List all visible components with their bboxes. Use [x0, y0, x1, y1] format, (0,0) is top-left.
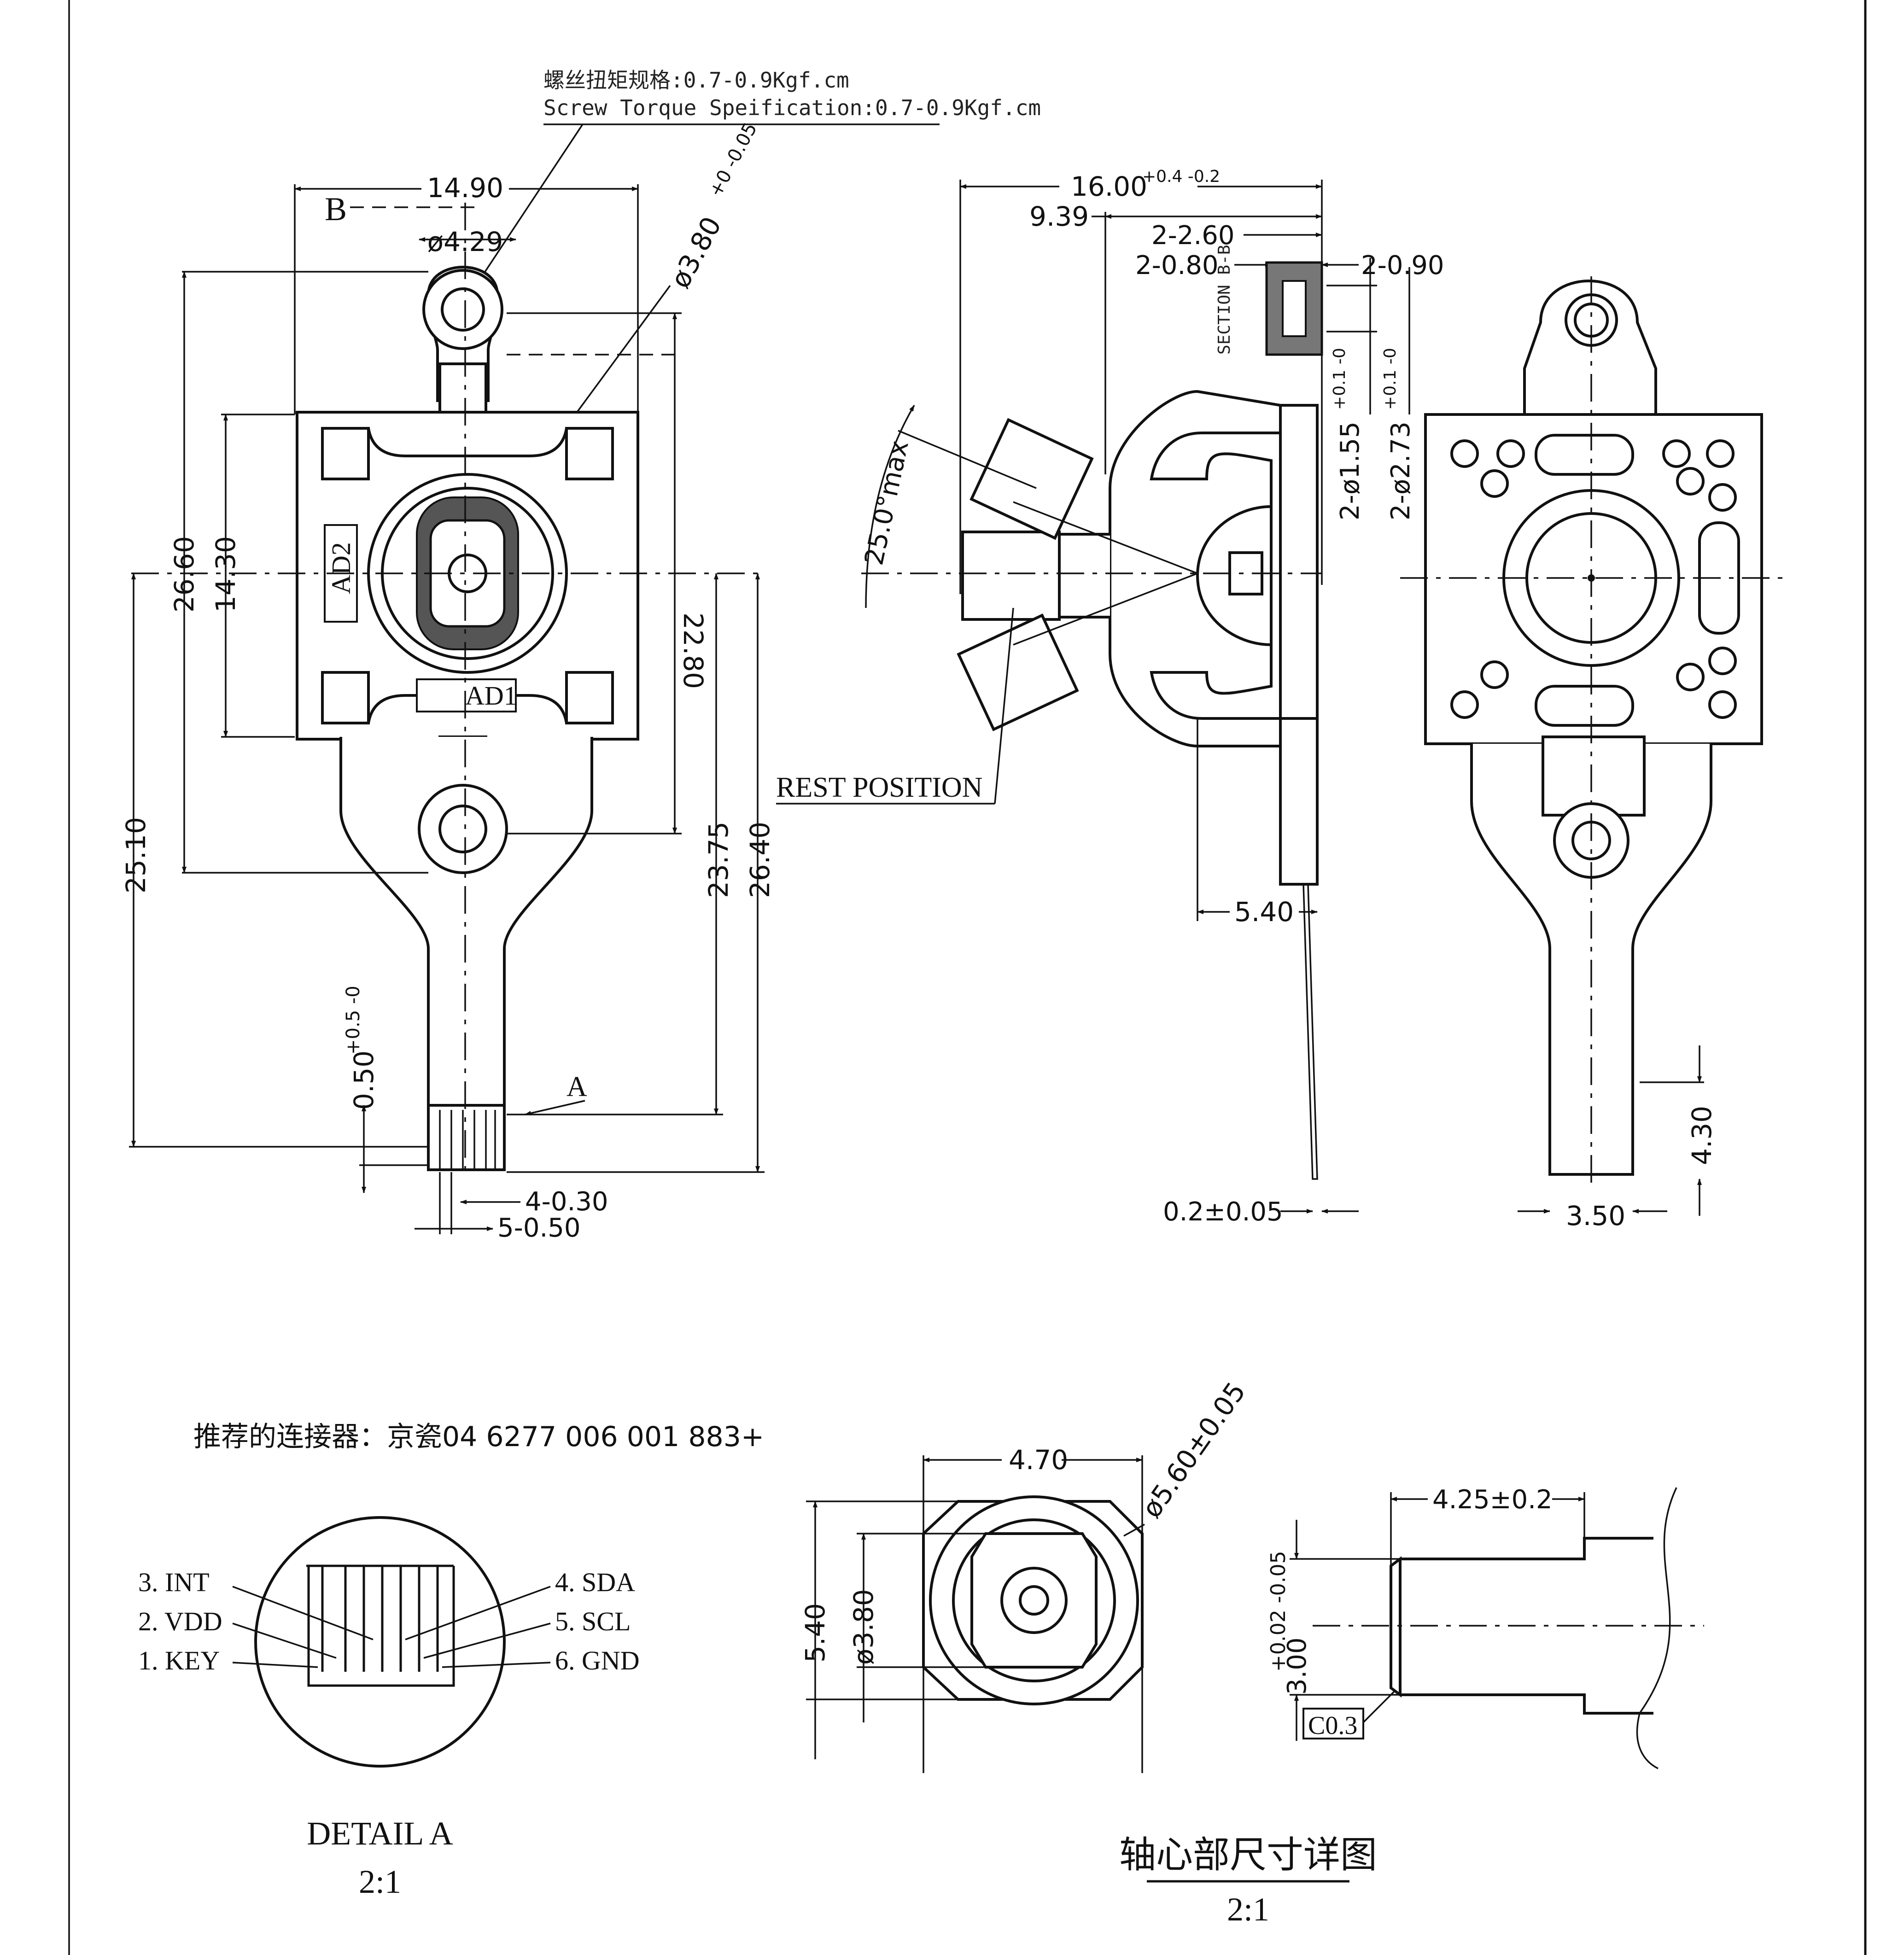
- torque-leader: [469, 124, 584, 295]
- cable-pins: [427, 1104, 506, 1171]
- rest-position-label: REST POSITION: [776, 772, 982, 803]
- rear-slot-bottom: [1535, 685, 1634, 727]
- dim-shaft-3-00: 3.00: [1282, 1637, 1312, 1695]
- pin-4-sda: 4. SDA: [555, 1567, 635, 1597]
- torque-note-en: Screw Torque Speification:0.7-0.9Kgf.cm: [543, 95, 1041, 120]
- dim-5-40: 5.40: [1234, 896, 1294, 928]
- dim-2-2-73: 2-ø2.73: [1386, 421, 1416, 520]
- section-mark-b: B: [325, 191, 347, 228]
- dim-26-60: 26.60: [169, 536, 200, 613]
- label-ad1: AD1: [465, 681, 517, 711]
- rear-slot-top: [1535, 434, 1634, 476]
- dim-0-50-tol: +0.5 -0: [343, 986, 364, 1055]
- dim-shaft-5-40: 5.40: [800, 1603, 831, 1663]
- side-body: [1279, 404, 1319, 720]
- section-b-b-label: SECTION B-B: [1215, 245, 1234, 355]
- dim-4-70: 4.70: [1009, 1444, 1068, 1476]
- torque-note-cn: 螺丝扭矩规格:0.7-0.9Kgf.cm: [543, 68, 849, 93]
- body-corner-slots: [321, 427, 614, 724]
- side-sensor: [1228, 551, 1263, 595]
- angle-label: 25.0°max: [859, 438, 915, 568]
- dim-2-2-60: 2-2.60: [1151, 221, 1235, 251]
- pin-1-key: 1. KEY: [138, 1646, 220, 1675]
- dim-4-30: 4.30: [1686, 1106, 1717, 1165]
- stick-tilt-up: [970, 418, 1094, 540]
- chamfer-box: [1302, 1708, 1364, 1739]
- detail-a-title: DETAIL A: [307, 1815, 453, 1852]
- shaft-detail: 4.70 ø5.60±0.05 5.40 ø3.80 4.25±0.2: [800, 1377, 1704, 1928]
- shaft-chamfer: [1390, 1556, 1402, 1698]
- dim-23-75: 23.75: [703, 822, 734, 898]
- pin-6-gnd: 6. GND: [555, 1646, 640, 1675]
- top-clip: [438, 362, 487, 416]
- dim-3-50: 3.50: [1566, 1200, 1625, 1231]
- dim-2-2-73-tol: +0.1 -0: [1381, 348, 1400, 410]
- dim-16-00-tol: +0.4 -0.2: [1142, 167, 1220, 186]
- dim-2-0-90: 2-0.90: [1361, 251, 1444, 280]
- dim-4-25: 4.25±0.2: [1432, 1485, 1553, 1515]
- rear-screw-holes: [1450, 439, 1737, 719]
- side-housing: [1109, 390, 1282, 747]
- top-mount-hole: [441, 287, 485, 332]
- chamfer-label: C0.3: [1308, 1711, 1357, 1740]
- dim-25-10: 25.10: [120, 817, 152, 893]
- label-ad2: AD2: [326, 542, 356, 594]
- shaft-detail-title: 轴心部尺寸详图: [1119, 1833, 1377, 1876]
- dim-22-80: 22.80: [677, 613, 709, 689]
- pin-3-int: 3. INT: [138, 1567, 210, 1597]
- dim-shaft-label: ø3.80: [664, 211, 727, 293]
- pin-2-vdd: 2. VDD: [138, 1606, 222, 1636]
- front-view: 螺丝扭矩规格:0.7-0.9Kgf.cm Screw Torque Speifi…: [120, 68, 1041, 1243]
- stick-tilt-down: [957, 613, 1079, 731]
- recommended-connector: 推荐的连接器：京瓷04 6277 006 001 883+: [193, 1421, 764, 1453]
- detail-a-scale: 2:1: [359, 1863, 401, 1900]
- dim-shaft-3-00-tol: +0.02 -0.05: [1267, 1551, 1290, 1672]
- dim-0-2: 0.2±0.05: [1163, 1197, 1283, 1227]
- dim-2-1-55: 2-ø1.55: [1335, 421, 1365, 520]
- dim-9-39: 9.39: [1029, 201, 1089, 232]
- rear-top-tab: [1523, 280, 1657, 416]
- shaft-detail-scale: 2:1: [1227, 1891, 1269, 1928]
- detail-a-circle: [254, 1516, 506, 1768]
- bottom-mount-hole: [438, 805, 487, 853]
- dim-width-label: 14.90: [427, 172, 503, 204]
- dim-2-1-55-tol: +0.1 -0: [1330, 348, 1349, 410]
- dim-2-0-80: 2-0.80: [1135, 251, 1219, 280]
- detail-a-mark: A: [567, 1071, 587, 1103]
- dim-16-00: 16.00: [1071, 171, 1147, 202]
- pin-5-scl: 5. SCL: [555, 1606, 631, 1636]
- dim-26-40: 26.40: [744, 822, 776, 898]
- dim-pin-pitch: 5-0.50: [497, 1213, 581, 1243]
- dim-pin-width: 4-0.30: [525, 1187, 608, 1217]
- dim-shaft-3-80: ø3.80: [848, 1589, 879, 1665]
- rear-view: 4.30 3.50: [1400, 276, 1782, 1231]
- dim-14-30: 14.30: [210, 536, 241, 613]
- dim-5-60: ø5.60±0.05: [1136, 1377, 1252, 1523]
- side-view: 16.00 +0.4 -0.2 9.39 2-2.60 2-0.80 2-0.9…: [776, 166, 1444, 1227]
- dim-shaft-tol: +0 -0.05: [705, 119, 761, 200]
- detail-a: 3. INT 2. VDD 1. KEY 4. SDA 5. SCL 6. GN…: [138, 1516, 640, 1900]
- stick-rest: [961, 531, 1061, 621]
- dim-0-50: 0.50: [348, 1050, 380, 1110]
